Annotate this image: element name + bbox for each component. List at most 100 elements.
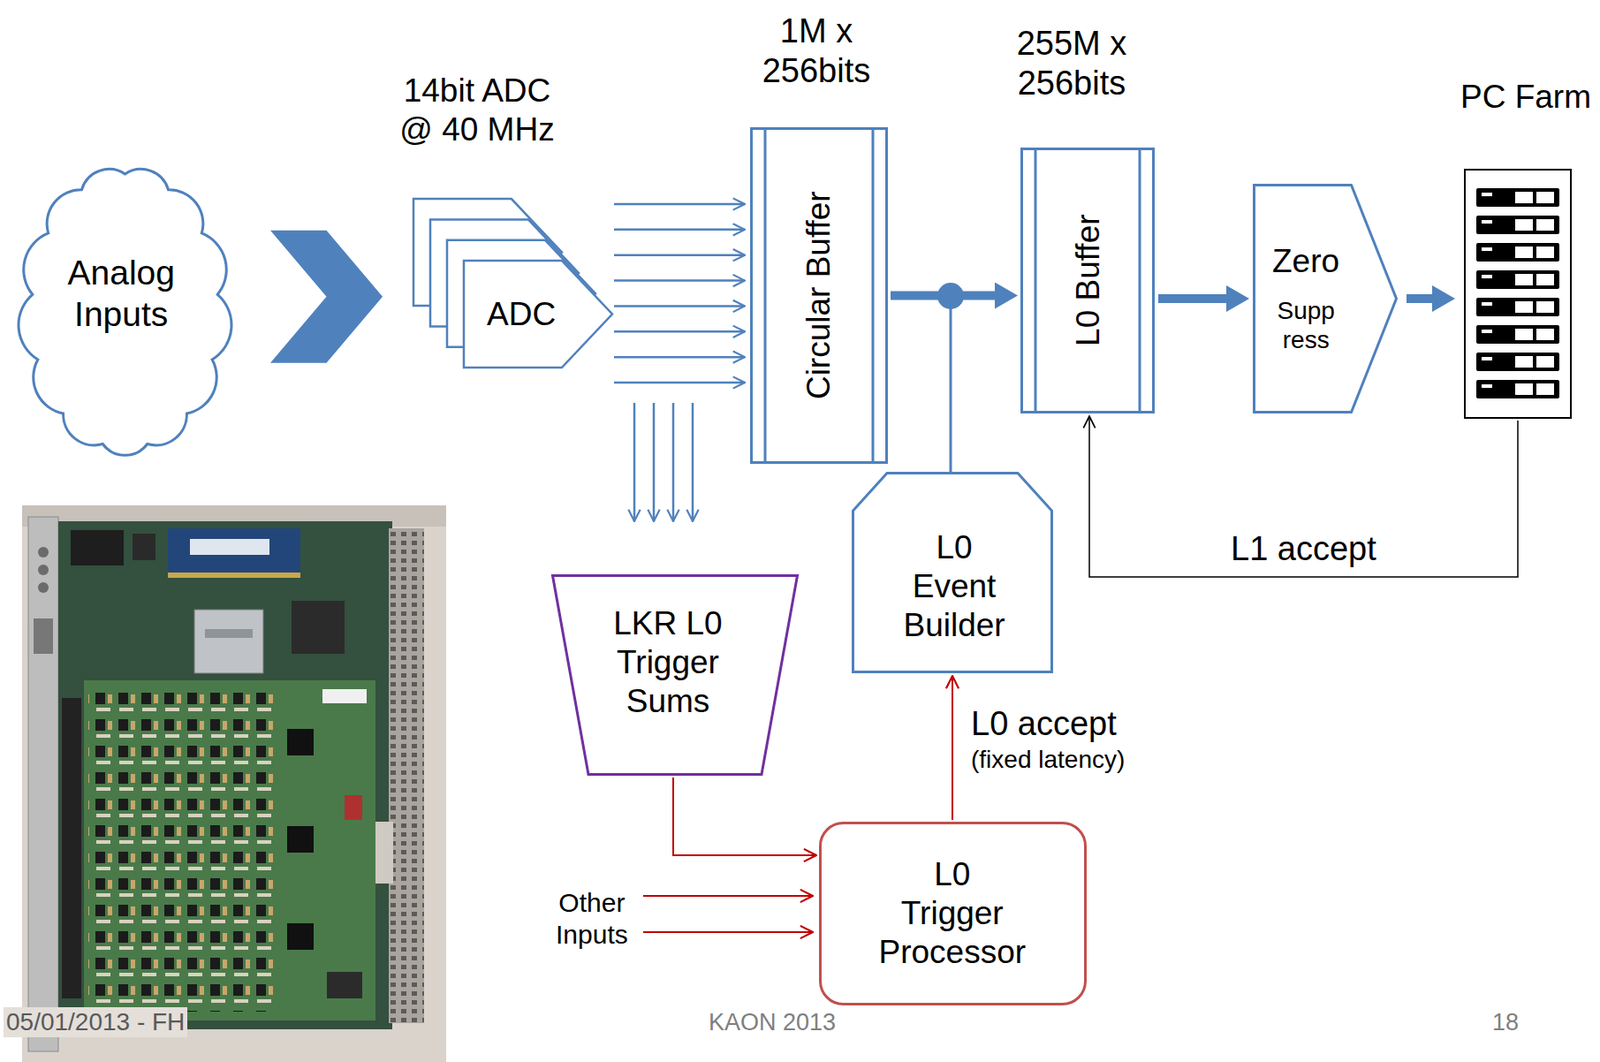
chip [287,728,314,756]
connector-line [1158,294,1227,304]
server-light [1481,247,1493,251]
fpga-marking [204,629,253,638]
node-label: Supp ress [1277,295,1335,356]
server-icon [1476,188,1560,207]
connector [634,402,693,522]
chip [326,971,363,999]
server-bay [1536,246,1555,258]
shape-outline [1463,168,1572,419]
connector-line [951,675,954,820]
photo-ground [22,505,447,1062]
wire [949,304,953,472]
server-bay [1536,383,1555,395]
node-label: L0 Event Builder [903,528,1006,646]
server-icon [1476,379,1560,399]
server-bay [1515,219,1533,231]
process-pentagon: ZeroSupp ress [1252,183,1398,414]
ram-contacts [167,572,301,578]
connector-line [614,279,745,282]
adc-stack: 14bit ADC @ 40 MHzADC [413,198,613,368]
connector-line [672,402,675,522]
server-body [1476,297,1560,317]
server-body [1476,379,1560,399]
connector-line [633,402,637,522]
edge-label: L1 accept [1228,529,1380,570]
connector [270,230,383,364]
connector-line [1406,294,1433,304]
adc-outline [463,260,613,368]
node-label: Circular Buffer [799,190,839,400]
server-icon [1476,325,1560,344]
panel-led [37,582,49,593]
input-wire [643,931,813,933]
edge-label: L0 accept (fixed latency) [968,704,1168,774]
connector-line [614,356,745,359]
daughter-board [83,680,376,1021]
server-light [1481,274,1493,279]
connector [1089,416,1518,577]
server-bay [1536,273,1555,286]
chip [291,600,345,654]
node-label: Zero [1272,242,1340,281]
server-light [1481,384,1493,388]
connector [1406,298,1433,300]
rounded-outline [820,823,1086,1005]
footer-text: KAON 2013 [708,1008,836,1037]
buffer-inner-line [1138,149,1142,413]
server-bay [1515,273,1533,286]
header-connector [61,697,82,999]
event-builder-box: L0 Event Builder [851,471,1054,674]
cloud-shape: Analog Inputs [10,152,240,470]
server-bay [1515,328,1533,341]
connector-line [614,330,745,334]
panel-connector [33,618,54,654]
connector [952,675,954,820]
buffer-box: 1M x 256bitsCircular Buffer [750,127,888,464]
connector-line [614,228,745,232]
server-light [1481,356,1493,361]
buffer-box: 255M x 256bitsL0 Buffer [1020,147,1155,414]
chip [287,826,314,853]
buffer-inner-line [764,128,767,463]
footer-date: 05/01/2013 - FH [3,1007,188,1038]
front-panel [28,516,59,1052]
buffer-outline [1022,149,1154,413]
board-part [344,795,363,820]
server-body [1476,270,1560,289]
shape-outline [413,198,613,368]
heading-label: 255M x 256bits [1005,23,1138,105]
server-body [1476,352,1560,372]
heading-label: 1M x 256bits [750,11,883,92]
buffer-inner-line [872,128,875,463]
server-light [1481,192,1493,197]
connector [890,295,995,296]
other-input-wires [643,895,813,933]
connector-line [652,402,656,522]
chevron-arrow [270,230,383,364]
connector [132,533,156,561]
heading-label: PC Farm [1460,77,1592,117]
node-label: LKR L0 Trigger Sums [606,604,730,722]
server-light [1481,329,1493,334]
server-rack: PC Farm [1463,168,1572,419]
server-body [1476,188,1560,207]
server-bay [1515,301,1533,313]
buffer-outline [751,128,888,463]
trigger-processor-box: L0 Trigger Processor [818,821,1087,1006]
server-bay [1515,246,1533,258]
buffer-inner-line [1034,149,1038,413]
connector-line [614,304,745,308]
server-bay [1515,191,1533,204]
connector-line [614,253,745,257]
node-label: L0 Trigger Processor [879,855,1027,973]
server-bay [1536,301,1555,313]
server-bay [1515,383,1533,395]
server-icon [1476,270,1560,289]
trigger-sums-trapezoid: LKR L0 Trigger Sums [551,574,799,776]
server-body [1476,242,1560,262]
node-label: ADC [486,295,556,334]
main-pcb [58,521,393,1030]
page-number: 18 [1492,1008,1519,1037]
rack-outline [1464,169,1571,418]
